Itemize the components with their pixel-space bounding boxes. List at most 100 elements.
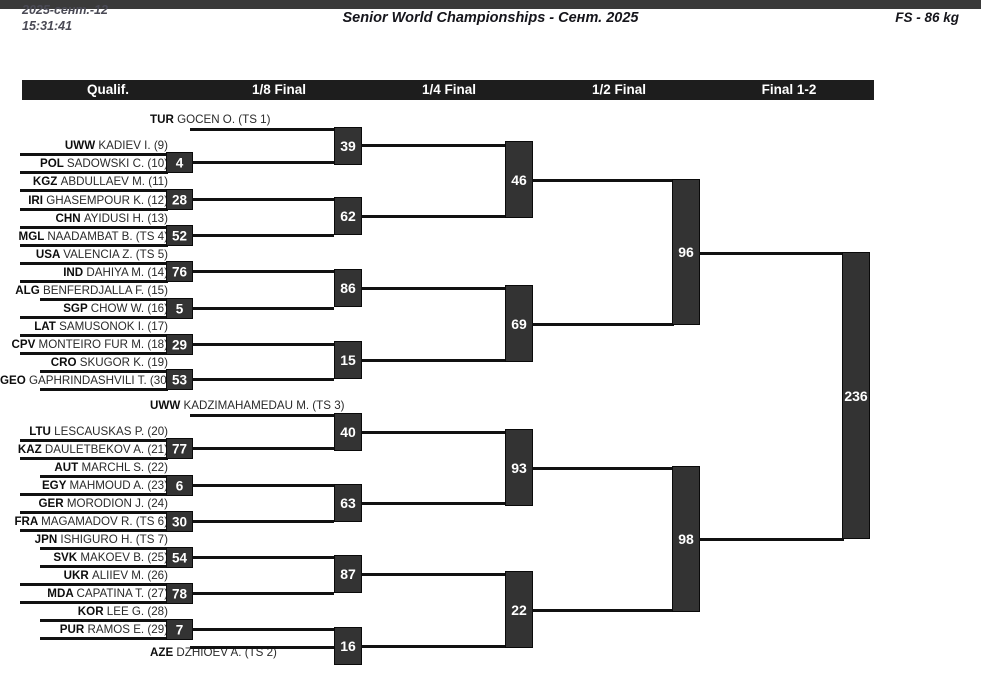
athlete-label: RAMOS E. (29) [87,623,168,636]
athlete-underline [40,637,168,640]
bout-box-quarter[interactable]: 93 [505,429,533,506]
bout-box-qualif[interactable]: 52 [166,225,193,246]
athlete-name: GER MORODION J. (24) [0,496,172,511]
round-header-eighth: 1/8 Final [251,82,307,97]
bout-number: 29 [171,336,188,352]
connector-line [361,287,507,290]
bout-box-quarter[interactable]: 22 [505,571,533,648]
athlete-underline [20,226,168,229]
athlete-country: IND [63,266,87,279]
connector-line [192,592,334,595]
athlete-label: DAHIYA M. (14) [86,266,168,279]
connector-line [192,270,334,273]
bout-box-qualif[interactable]: 77 [166,438,193,459]
athlete-country: LTU [29,425,55,438]
bout-box-qualif[interactable]: 29 [166,334,193,355]
athlete-country: CHN [55,212,84,225]
connector-line [361,359,507,362]
connector-line [532,467,674,470]
athlete-label: ALIIEV M. (26) [91,569,168,582]
athlete-underline [20,529,168,532]
round-header-semi: 1/2 Final [591,82,647,97]
bout-box-eighth[interactable]: 15 [334,341,362,379]
athlete-label: MAGAMADOV R. (TS 6) [41,515,168,528]
bout-box-qualif[interactable]: 5 [166,298,193,319]
bout-box-qualif[interactable]: 28 [166,189,193,210]
athlete-label: VALENCIA Z. (TS 5) [63,248,168,261]
bout-box-qualif[interactable]: 30 [166,511,193,532]
athlete-country: MDA [47,587,77,600]
connector-line [192,628,334,631]
athlete-label: LEE G. (28) [106,605,168,618]
bout-box-eighth[interactable]: 86 [334,269,362,307]
athlete-underline [20,457,168,460]
athlete-label: SAMUSONOK I. (17) [59,320,168,333]
connector-line [192,307,334,310]
bout-box-final[interactable]: 236 [842,252,870,539]
bout-box-semi[interactable]: 96 [672,179,700,325]
athlete-country: TUR [150,113,178,126]
bout-number: 96 [678,244,694,260]
bout-number: 98 [678,531,694,547]
bout-box-qualif[interactable]: 53 [166,369,193,390]
bout-box-semi[interactable]: 98 [672,466,700,612]
athlete-underline [190,646,335,649]
athlete-country: LAT [34,320,60,333]
athlete-label: GAPHRINDASHVILI T. (30) [29,374,171,387]
athlete-label: MAKOEV B. (25) [80,551,168,564]
athlete-underline [20,244,168,247]
bout-box-eighth[interactable]: 87 [334,555,362,593]
athlete-label: GOCEN O. (TS 1) [177,113,271,126]
connector-line [361,431,507,434]
bout-box-eighth[interactable]: 63 [334,484,362,522]
bout-box-qualif[interactable]: 76 [166,261,193,282]
athlete-country: CRO [50,356,80,369]
bout-box-quarter[interactable]: 69 [505,285,533,362]
bout-box-eighth[interactable]: 39 [334,127,362,165]
connector-line [192,484,334,487]
athlete-country: AZE [150,646,177,659]
athlete-country: JPN [34,533,61,546]
bout-box-qualif[interactable]: 78 [166,583,193,604]
athlete-name: EGY MAHMOUD A. (23) [0,478,172,493]
bout-box-eighth[interactable]: 16 [334,627,362,665]
athlete-underline [20,334,168,337]
athlete-country: IRI [28,194,47,207]
athlete-name: JPN ISHIGURO H. (TS 7) [0,532,172,547]
bout-number: 6 [175,477,184,493]
bout-box-eighth[interactable]: 62 [334,197,362,235]
bout-number: 53 [171,371,188,387]
bout-number: 4 [175,154,184,170]
bout-box-eighth[interactable]: 40 [334,413,362,451]
bout-number: 63 [340,495,356,511]
athlete-label: MORODION J. (24) [66,497,168,510]
athlete-country: ALG [15,284,43,297]
bout-number: 16 [340,638,356,654]
athlete-name: PUR RAMOS E. (29) [0,622,172,637]
bout-box-qualif[interactable]: 6 [166,475,193,496]
round-header-quarter: 1/4 Final [421,82,477,97]
bout-number: 76 [171,263,188,279]
athlete-underline [40,475,168,478]
athlete-underline [20,280,168,283]
athlete-name: LAT SAMUSONOK I. (17) [0,319,172,334]
athlete-label: SKUGOR K. (19) [79,356,168,369]
athlete-label: SADOWSKI C. (10) [66,157,168,170]
bout-box-quarter[interactable]: 46 [505,141,533,218]
athlete-underline [40,388,168,391]
athlete-name: LTU LESCAUSKAS P. (20) [0,424,172,439]
connector-line [192,556,334,559]
bout-box-qualif[interactable]: 4 [166,152,193,173]
bout-box-qualif[interactable]: 7 [166,619,193,640]
bout-number: 15 [340,352,356,368]
bout-box-qualif[interactable]: 54 [166,547,193,568]
connector-line [192,520,334,523]
athlete-label: MONTEIRO FUR M. (18) [38,338,168,351]
athlete-name: KOR LEE G. (28) [0,604,172,619]
athlete-underline [20,171,168,174]
athlete-label: CAPATINA T. (27) [76,587,169,600]
bout-number: 22 [511,601,527,618]
athlete-name: TUR GOCEN O. (TS 1) [150,112,395,127]
athlete-underline [20,439,168,442]
